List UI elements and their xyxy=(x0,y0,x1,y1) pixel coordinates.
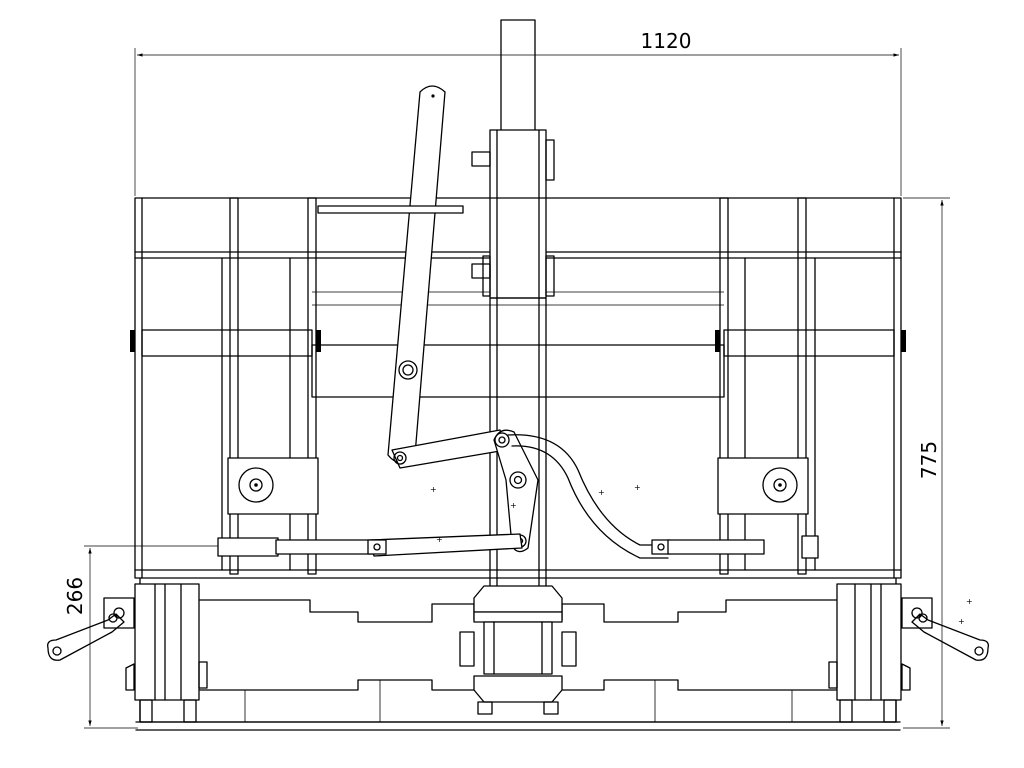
right-hook-assembly: + + xyxy=(828,583,989,723)
dimension-hitch-label: 266 xyxy=(63,577,87,615)
svg-text:+: + xyxy=(634,483,641,492)
lower-linkage: + + + + + xyxy=(217,429,819,559)
dimension-height-label: 775 xyxy=(917,441,941,479)
dimension-width-label: 1120 xyxy=(641,29,692,53)
svg-text:+: + xyxy=(958,617,965,626)
svg-text:+: + xyxy=(436,535,443,544)
main-frame xyxy=(134,197,902,579)
svg-text:+: + xyxy=(966,597,973,606)
right-upright xyxy=(715,197,906,575)
inclined-link-arm xyxy=(317,85,464,464)
svg-text:+: + xyxy=(510,501,517,510)
left-upright xyxy=(130,197,321,575)
left-hook-assembly xyxy=(47,583,208,723)
dimension-hitch: 266 xyxy=(63,545,218,729)
svg-text:+: + xyxy=(598,488,605,497)
central-coupling xyxy=(459,585,577,715)
dimension-width: 1120 xyxy=(134,29,902,196)
svg-text:+: + xyxy=(430,485,437,494)
dimension-height: 775 xyxy=(903,197,950,729)
